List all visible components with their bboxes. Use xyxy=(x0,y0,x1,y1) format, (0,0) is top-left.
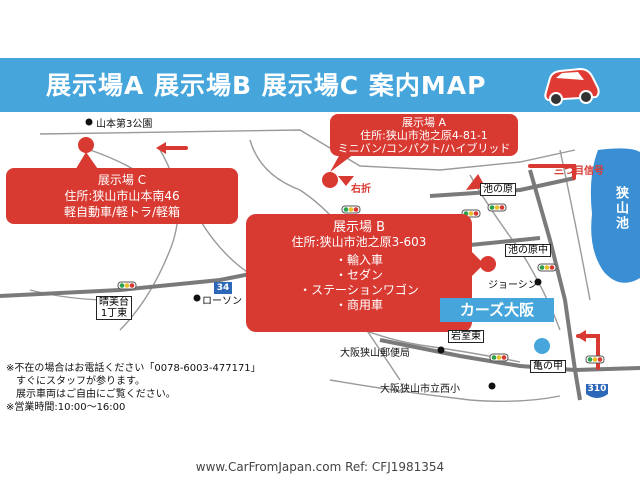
showroom-b-address: 住所:狭山市池之原3-603 xyxy=(291,235,427,249)
note-line-1: ※不在の場合はお電話ください「0078-6003-477171」 xyxy=(6,363,261,374)
yamamoto-park-label: 山本第3公園 xyxy=(96,119,153,130)
traffic-signals xyxy=(117,203,605,364)
route-34-shield xyxy=(214,282,232,294)
showroom-b-vehicle-4: ・商用車 xyxy=(334,298,383,312)
third-signal-label: 三つ目信号 xyxy=(554,166,604,177)
dot-marker-icon xyxy=(534,338,550,354)
showroom-c-vehicles: 軽自動車/軽トラ/軽箱 xyxy=(63,205,181,219)
title-banner xyxy=(0,58,640,112)
route-310-shield xyxy=(586,384,608,398)
joshin-label: ジョーシン xyxy=(488,280,538,291)
map-title: 展示場A 展示場B 展示場C 案内MAP xyxy=(46,71,487,100)
iwamuro-higashi-label: 岩室東 xyxy=(448,330,484,343)
note-line-4: ※営業時間:10:00～16:00 xyxy=(6,402,126,413)
showroom-a-callout: 展示場 A 住所:狭山市池之原4-81-1 ミニバン/コンパクト/ハイブリッド xyxy=(330,116,518,155)
callout-c-box xyxy=(6,168,238,224)
showroom-b-vehicle-1: ・輸入車 xyxy=(334,253,383,267)
callout-b-box xyxy=(246,214,472,332)
footer-reference: www.CarFromJapan.com Ref: CFJ1981354 xyxy=(195,460,445,474)
callout-tails xyxy=(74,152,484,276)
callout-a-box xyxy=(330,114,518,156)
note-line-2: すぐにスタッフが参ります。 xyxy=(6,376,145,387)
showroom-a-name: 展示場 A xyxy=(401,116,447,129)
ikenohara-naka-label: 池の原中 xyxy=(505,244,551,257)
showroom-b-vehicle-3: ・ステーションワゴン xyxy=(299,283,419,297)
ikenohara-label: 池の原 xyxy=(480,183,516,196)
landmark-dots xyxy=(85,118,542,390)
lawson-label: ローソン xyxy=(202,296,242,307)
showroom-c-callout: 展示場 C 住所:狭山市山本南46 軽自動車/軽トラ/軽箱 xyxy=(6,172,238,220)
pond-label: 狭山池 xyxy=(613,186,628,231)
turn-right-label: 右折 xyxy=(351,184,371,195)
note-line-3: 展示車両はご自由にご覧ください。 xyxy=(6,389,176,400)
route-34-label: 34 xyxy=(216,283,230,293)
showroom-b-vehicle-2: ・セダン xyxy=(334,268,383,282)
showroom-b-callout: 展示場 B 住所:狭山市池之原3-603 ・輸入車 ・セダン ・ステーションワゴ… xyxy=(246,220,472,313)
post-office-label: 大阪狭山郵便局 xyxy=(340,348,410,359)
showroom-c-address: 住所:狭山市山本南46 xyxy=(64,189,180,203)
showroom-b-name: 展示場 B xyxy=(332,220,386,235)
showroom-c-name: 展示場 C xyxy=(97,173,147,187)
pond-shape xyxy=(590,148,640,283)
shop-label: カーズ大阪 xyxy=(440,298,554,322)
seibidai-label: 晴美台 1丁東 xyxy=(96,296,132,320)
school-label: 大阪狭山市立西小 xyxy=(380,384,460,395)
car-icon xyxy=(544,67,600,106)
map-pin-icon xyxy=(78,137,496,272)
kame-no-ko-label: 亀の甲 xyxy=(530,360,566,373)
showroom-a-vehicles: ミニバン/コンパクト/ハイブリッド xyxy=(337,142,511,155)
notes-block: ※不在の場合はお電話ください「0078-6003-477171」 すぐにスタッフ… xyxy=(6,362,261,414)
showroom-a-address: 住所:狭山市池之原4-81-1 xyxy=(360,129,488,142)
route-310-label: 310 xyxy=(587,384,607,394)
